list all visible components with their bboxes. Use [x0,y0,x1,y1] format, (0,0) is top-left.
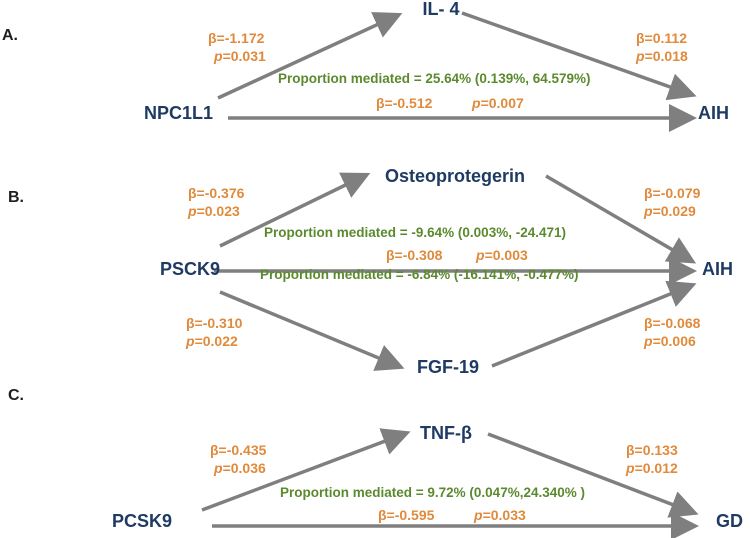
panel-c-exposure-node: PCSK9 [112,511,173,531]
panel-a-label: A. [2,27,18,44]
panel-b-upper-mediation-text: Proportion mediated = -9.64% (0.003%, -2… [264,225,566,240]
arrow-c-mediator-to-outcome [487,432,699,518]
panel-c-path-b-beta: β=0.133 [626,442,678,458]
panel-c-path-a-beta: β=-0.435 [210,442,267,458]
panel-b-label: B. [8,189,24,206]
arrow-b-exposure-to-upper-mediator [219,172,371,248]
panel-c-outcome-node: GD [716,511,743,531]
arrow-b-upper-mediator-to-outcome [545,174,697,264]
panel-a-path-a-p: p=0.031 [214,48,266,64]
panel-b-exposure-node: PSCK9 [160,259,221,279]
panel-b-upper-a-p: p=0.023 [188,203,240,219]
arrow-b-exposure-to-lower-mediator [219,290,405,371]
panel-b-lower-mediation-text: Proportion mediated = -6.84% (-16.141%, … [260,267,579,282]
panel-c-mediation-text: Proportion mediated = 9.72% (0.047%,24.3… [280,485,585,500]
panel-b-upper-b-p: p=0.029 [644,203,696,219]
panel-a-path-b-p: p=0.018 [636,48,688,64]
panel-c-path-b-p: p=0.012 [626,460,678,476]
panel-b-lower-b-p: p=0.006 [644,333,696,349]
panel-a-exposure-node: NPC1L1 [144,103,214,123]
panel-a-path-b-beta: β=0.112 [636,30,687,46]
panel-b-outcome-node: AIH [702,259,733,279]
panel-c-direct-p: p=0.033 [474,507,526,523]
panel-c-label: C. [8,387,24,404]
panel-b-lower-mediator-node: FGF-19 [416,357,480,377]
panel-a-direct-p: p=0.007 [472,95,524,111]
panel-b-lower-b-beta: β=-0.068 [644,315,701,331]
panel-a-mediator-node: IL- 4 [422,0,460,19]
panel-b-direct-p: p=0.003 [476,247,528,263]
arrow-a-mediator-to-outcome [461,11,697,101]
panel-b-upper-b-beta: β=-0.079 [644,185,701,201]
panel-a-direct-beta: β=-0.512 [376,95,433,111]
panel-b-lower-a-beta: β=-0.310 [186,315,243,331]
panel-b-upper-mediator-node: Osteoprotegerin [384,166,526,186]
arrow-c-exposure-to-mediator [201,428,411,512]
arrow-b-lower-mediator-to-outcome [491,280,697,368]
panel-a-outcome-node: AIH [698,103,729,123]
panel-a-mediation-text: Proportion mediated = 25.64% (0.139%, 64… [278,71,591,86]
arrow-a-exposure-to-mediator [217,12,403,100]
panel-b-lower-a-p: p=0.022 [186,333,238,349]
panel-a-path-a-beta: β=-1.172 [208,30,265,46]
panel-b-upper-a-beta: β=-0.376 [188,185,245,201]
panel-c-direct-beta: β=-0.595 [378,507,435,523]
panel-b-direct-beta: β=-0.308 [386,247,443,263]
panel-c-mediator-node: TNF-β [420,423,472,443]
panel-c-path-a-p: p=0.036 [214,460,266,476]
